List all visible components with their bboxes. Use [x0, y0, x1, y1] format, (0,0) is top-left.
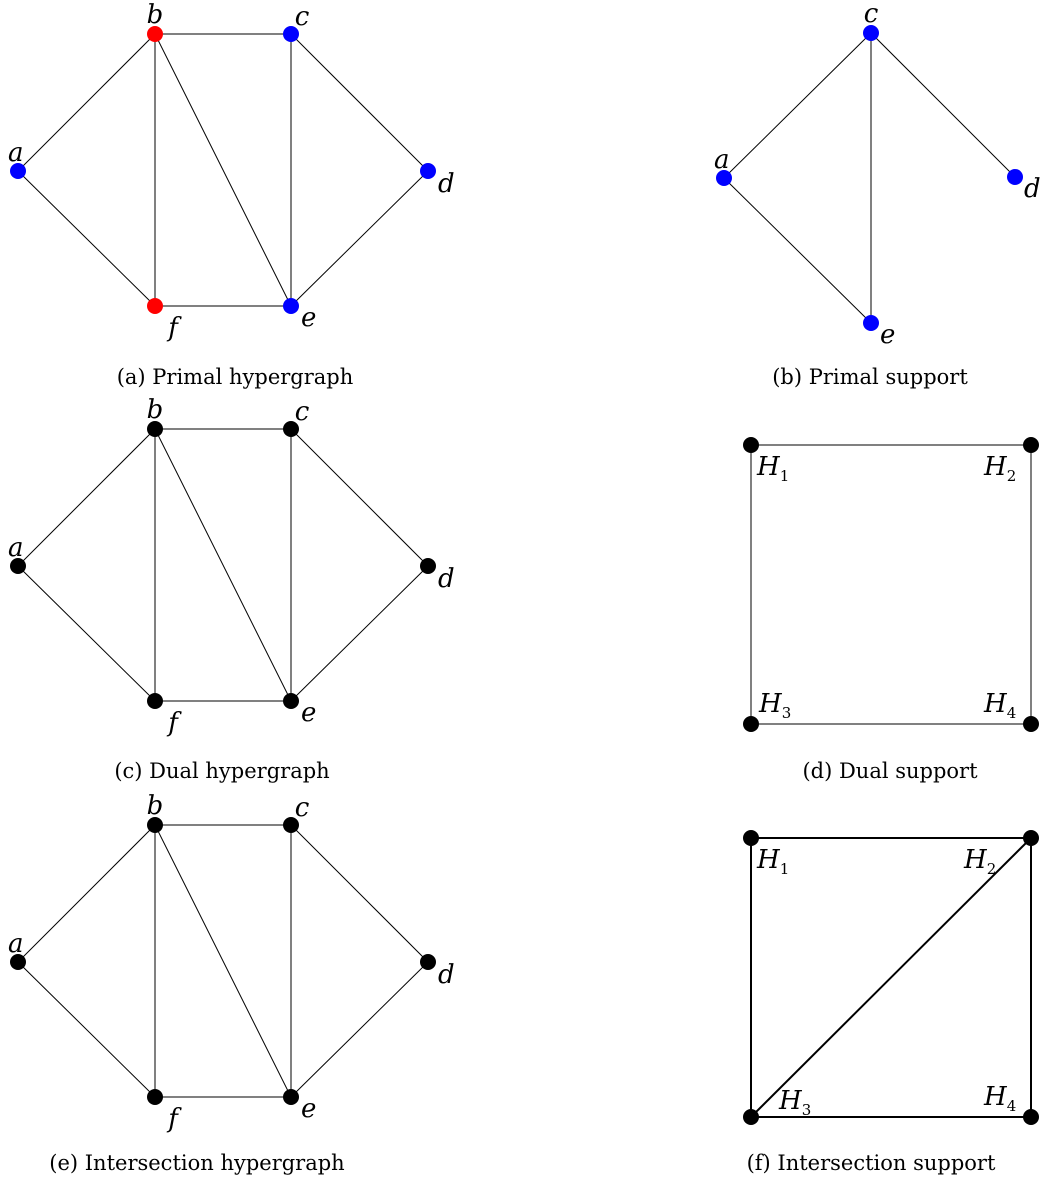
panel-c-node-d [420, 558, 436, 574]
panel-f-node-H4-label: H4 [983, 1082, 1016, 1115]
panel-a-node-e-label: e [301, 303, 316, 333]
panel-a-node-c-label: c [295, 2, 310, 32]
panel-e-edge-a-f [17, 961, 156, 1098]
caption-c: (c) Dual hypergraph [114, 759, 329, 783]
panel-d-node-H4 [1023, 716, 1039, 732]
panel-c-edge-a-f [17, 565, 156, 702]
caption-d: (d) Dual support [802, 759, 978, 783]
panel-d-node-H4-label: H4 [983, 689, 1016, 722]
panel-d-node-H2-label: H2 [983, 452, 1016, 485]
panel-d-node-H3 [743, 716, 759, 732]
panel-b-node-d [1007, 169, 1023, 185]
panel-f-node-H1 [743, 830, 759, 846]
panel-a-node-a [10, 163, 26, 179]
panel-f-node-H3 [743, 1109, 759, 1125]
panel-d-node-H1 [743, 437, 759, 453]
edges-layer [17, 32, 1032, 1118]
panel-c-node-b [147, 421, 163, 437]
panel-a-node-b-label: b [147, 0, 164, 30]
panel-e-node-d [420, 954, 436, 970]
panel-b-node-a-label: a [714, 145, 730, 175]
panel-e-edge-b-e [154, 824, 292, 1098]
panel-b-node-a [716, 170, 732, 186]
panel-c-node-c [283, 421, 299, 437]
panel-d-node-H2 [1023, 437, 1039, 453]
panel-e-node-c-label: c [295, 793, 310, 823]
panel-e-edge-d-e [290, 961, 429, 1098]
panel-b-node-c-label: c [864, 0, 879, 29]
panel-c-node-e-label: e [301, 698, 316, 728]
panel-c-edge-c-d [290, 428, 429, 567]
panel-e-node-c [283, 817, 299, 833]
panel-d-node-H3-label: H3 [758, 689, 791, 722]
panel-b-node-e [863, 315, 879, 331]
panel-e-edge-c-d [290, 824, 429, 963]
caption-e: (e) Intersection hypergraph [49, 1151, 344, 1175]
panel-f-node-H4 [1023, 1109, 1039, 1125]
panel-a-edge-a-b [17, 33, 156, 172]
panel-c-node-c-label: c [295, 397, 310, 427]
panel-b-edge-c-d [870, 32, 1016, 178]
caption-b: (b) Primal support [772, 365, 968, 389]
panel-b-node-e-label: e [880, 320, 895, 350]
panel-a-edge-b-e [154, 33, 292, 307]
panel-e-node-b [147, 817, 163, 833]
panel-c-node-f [147, 693, 163, 709]
panel-b-edge-a-e [723, 177, 872, 324]
panel-a-node-c [283, 26, 299, 42]
panel-f-edge-H3-H2 [750, 837, 1032, 1118]
panel-f-node-H2-label: H2 [963, 845, 996, 878]
panel-a-node-f-label: f [166, 313, 182, 343]
panel-e-node-d-label: d [438, 960, 455, 990]
panel-c-edge-a-b [17, 428, 156, 567]
panel-c-edge-b-e [154, 428, 292, 702]
panel-e-node-e [283, 1089, 299, 1105]
panel-b-node-d-label: d [1024, 174, 1041, 204]
panel-c-node-d-label: d [438, 564, 455, 594]
panel-f-node-H2 [1023, 830, 1039, 846]
caption-a: (a) Primal hypergraph [117, 365, 354, 389]
panel-a-node-a-label: a [8, 138, 24, 168]
panel-e-edge-a-b [17, 824, 156, 963]
panel-c-node-a [10, 558, 26, 574]
caption-f: (f) Intersection support [747, 1151, 996, 1175]
panel-a-edge-a-f [17, 170, 156, 307]
nodes-layer [10, 25, 1039, 1125]
panel-f-node-H3-label: H3 [778, 1086, 811, 1119]
panel-c-node-a-label: a [8, 533, 24, 563]
panel-e-node-f [147, 1089, 163, 1105]
panel-a-edge-c-d [290, 33, 429, 172]
panel-a-node-e [283, 298, 299, 314]
panel-c-edge-d-e [290, 565, 429, 702]
panel-e-node-f-label: f [166, 1104, 182, 1134]
panel-e-node-a-label: a [8, 929, 24, 959]
panel-a-node-f [147, 298, 163, 314]
panel-a-node-d [420, 163, 436, 179]
panel-e-node-a [10, 954, 26, 970]
panel-a-node-d-label: d [438, 169, 455, 199]
panel-c-node-b-label: b [147, 395, 164, 425]
panel-a-node-b [147, 26, 163, 42]
panel-a-edge-d-e [290, 170, 429, 307]
panel-e-node-b-label: b [147, 791, 164, 821]
panel-c-node-e [283, 693, 299, 709]
panel-f-node-H1-label: H1 [756, 845, 789, 878]
panel-b-edge-a-c [723, 32, 872, 179]
panel-c-node-f-label: f [166, 708, 182, 738]
panel-d-node-H1-label: H1 [756, 452, 789, 485]
panel-b-node-c [863, 25, 879, 41]
panel-e-node-e-label: e [301, 1094, 316, 1124]
